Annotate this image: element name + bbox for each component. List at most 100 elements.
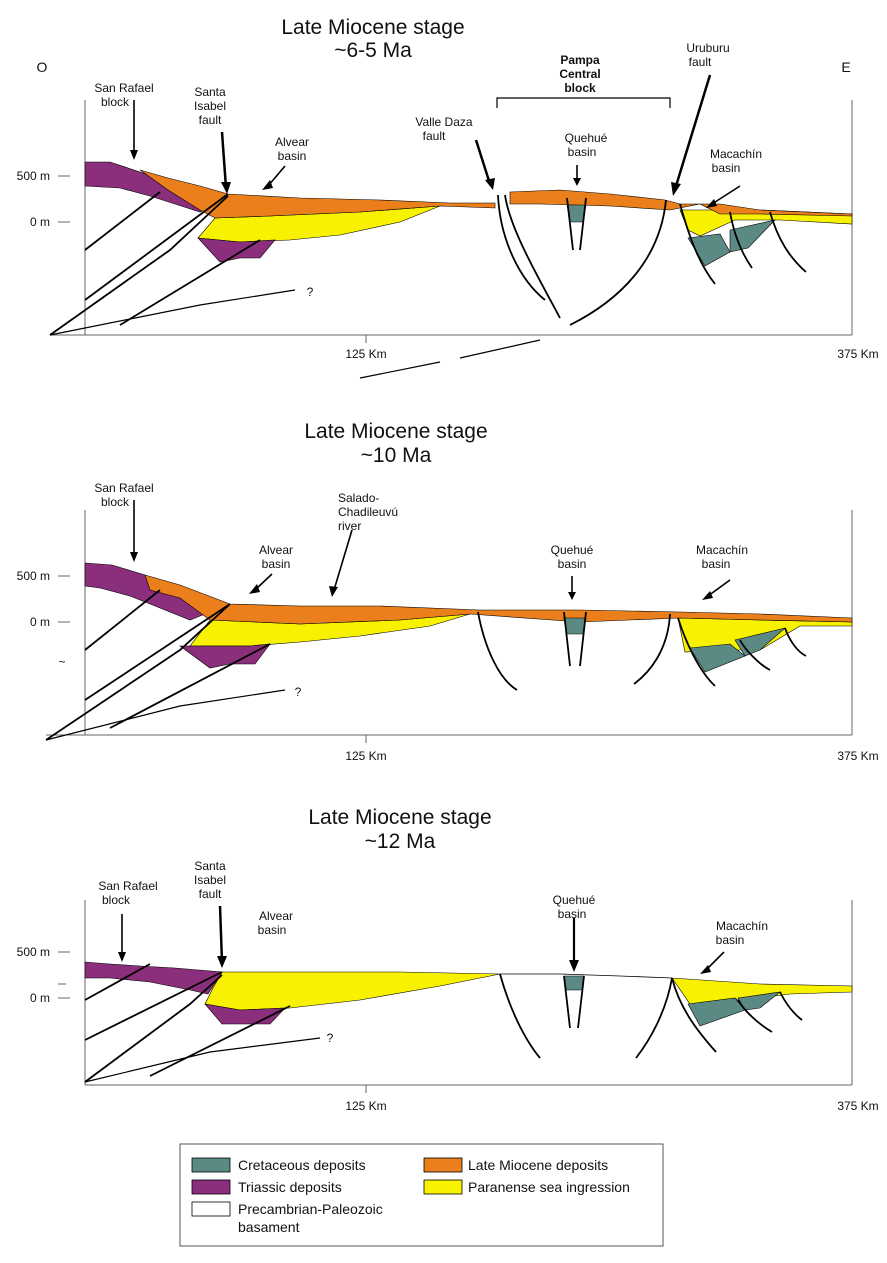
legend-paranense: Paranense sea ingression (468, 1179, 630, 1195)
pampa-central-bracket (496, 97, 671, 108)
question-mark: ? (295, 685, 302, 699)
arrow-head (700, 965, 711, 974)
cretaceous-quehue (563, 975, 585, 991)
detachment-line (84, 1037, 321, 1083)
late-miocene-east (509, 189, 853, 217)
fault-line (45, 603, 231, 741)
fault-line (84, 603, 231, 701)
surface-line (500, 973, 673, 979)
arrow-head (706, 199, 717, 208)
arrow-head (262, 180, 273, 190)
swatch-paranense (423, 1179, 463, 1195)
label-quehue-line1: Quehué (553, 893, 596, 907)
fault-line (563, 611, 587, 667)
fault-line (84, 974, 223, 1083)
panel-title-line2: ~6-5 Ma (334, 39, 412, 62)
panel-6-5-ma: Late Miocene stage ~6-5 Ma O E 500 m 0 m… (17, 16, 879, 379)
arrow (711, 185, 741, 205)
fault-line (499, 973, 541, 1059)
fault-line (671, 977, 717, 1053)
cretaceous-macachin-2 (729, 219, 776, 253)
arrow (705, 951, 725, 971)
label-macachin-line1: Macachín (710, 147, 762, 161)
label-quehue-line2: basin (568, 145, 597, 159)
label-salado-line3: river (338, 519, 361, 533)
label-375km: 375 Km (837, 749, 878, 763)
fault-line (109, 643, 271, 729)
label-alvear-line1: Alvear (259, 543, 293, 557)
fault-line (477, 611, 518, 691)
arrow-head (329, 586, 338, 597)
label-500m: 500 m (17, 945, 50, 959)
label-santa-isabel-line3: fault (199, 887, 222, 901)
panel-title-line1: Late Miocene stage (304, 420, 487, 443)
fault-line (769, 211, 807, 273)
label-salado-line2: Chadileuvú (338, 505, 398, 519)
late-miocene-deposit (144, 574, 853, 625)
fault-line (566, 197, 587, 251)
panel-title-line1: Late Miocene stage (308, 806, 491, 829)
fault-line (779, 991, 803, 1021)
label-alvear-line2: basin (262, 557, 291, 571)
label-0m: 0 m (30, 215, 50, 229)
fault-line (119, 239, 261, 326)
label-quehue-line2: basin (558, 557, 587, 571)
arrow-head (702, 591, 713, 600)
detachment-line (45, 689, 286, 741)
legend-cretaceous: Cretaceous deposits (238, 1157, 366, 1173)
fault-line (729, 211, 753, 269)
label-macachin-line2: basin (702, 557, 731, 571)
fault-line (84, 191, 161, 251)
panel-10-ma: Late Miocene stage ~10 Ma 500 m 0 m ~ 12… (17, 420, 879, 763)
question-mark: ? (307, 285, 314, 299)
arrow-head (671, 182, 681, 196)
label-santa-isabel-line1: Santa (194, 859, 226, 873)
triassic-deposit-2 (179, 643, 271, 669)
arrow (218, 905, 224, 963)
label-quehue-line1: Quehué (551, 543, 594, 557)
fault-line (84, 589, 161, 651)
label-125km: 125 Km (345, 749, 386, 763)
label-alvear-line2: basin (258, 923, 287, 937)
fault-line (49, 195, 229, 336)
label-alvear-line1: Alvear (259, 909, 293, 923)
label-valle-daza-line2: fault (423, 129, 446, 143)
label-uruburu-line1: Uruburu (686, 41, 729, 55)
panel-title-line2: ~12 Ma (365, 830, 436, 853)
arrow-head (569, 960, 579, 972)
swatch-basement (191, 1201, 231, 1217)
fault-line (739, 639, 771, 671)
label-alvear-line1: Alvear (275, 135, 309, 149)
fault-line (497, 194, 546, 301)
arrow-head (221, 182, 231, 194)
label-macachin-line1: Macachín (696, 543, 748, 557)
west-marker: O (37, 59, 48, 75)
question-mark: ? (327, 1031, 334, 1045)
label-quehue-line2: basin (558, 907, 587, 921)
cretaceous-macachin-1 (687, 233, 731, 267)
label-375km: 375 Km (837, 347, 878, 361)
arrow-head (130, 552, 138, 562)
fault-line (784, 627, 807, 657)
arrow-head (568, 592, 576, 600)
arrow (333, 529, 353, 591)
panel-title-line2: ~10 Ma (361, 444, 432, 467)
arrow-head (118, 952, 126, 962)
fault-line (737, 999, 773, 1033)
label-125km: 125 Km (345, 1099, 386, 1113)
legend-box (179, 1143, 664, 1247)
label-san-rafael-line1: San Rafael (94, 481, 153, 495)
east-marker: E (841, 59, 850, 75)
arrow-head (217, 956, 227, 968)
arrow (707, 579, 731, 597)
label-0m: 0 m (30, 991, 50, 1005)
legend-basement-line2: basament (238, 1219, 300, 1235)
triassic-deposit-1 (84, 961, 223, 995)
arrow (474, 139, 492, 185)
label-quehue-line1: Quehué (565, 131, 608, 145)
label-santa-isabel-line1: Santa (194, 85, 226, 99)
triassic-deposit-2 (197, 237, 276, 263)
label-santa-isabel-line2: Isabel (194, 873, 226, 887)
label-santa-isabel-line2: Isabel (194, 99, 226, 113)
fault-line (84, 963, 151, 1001)
